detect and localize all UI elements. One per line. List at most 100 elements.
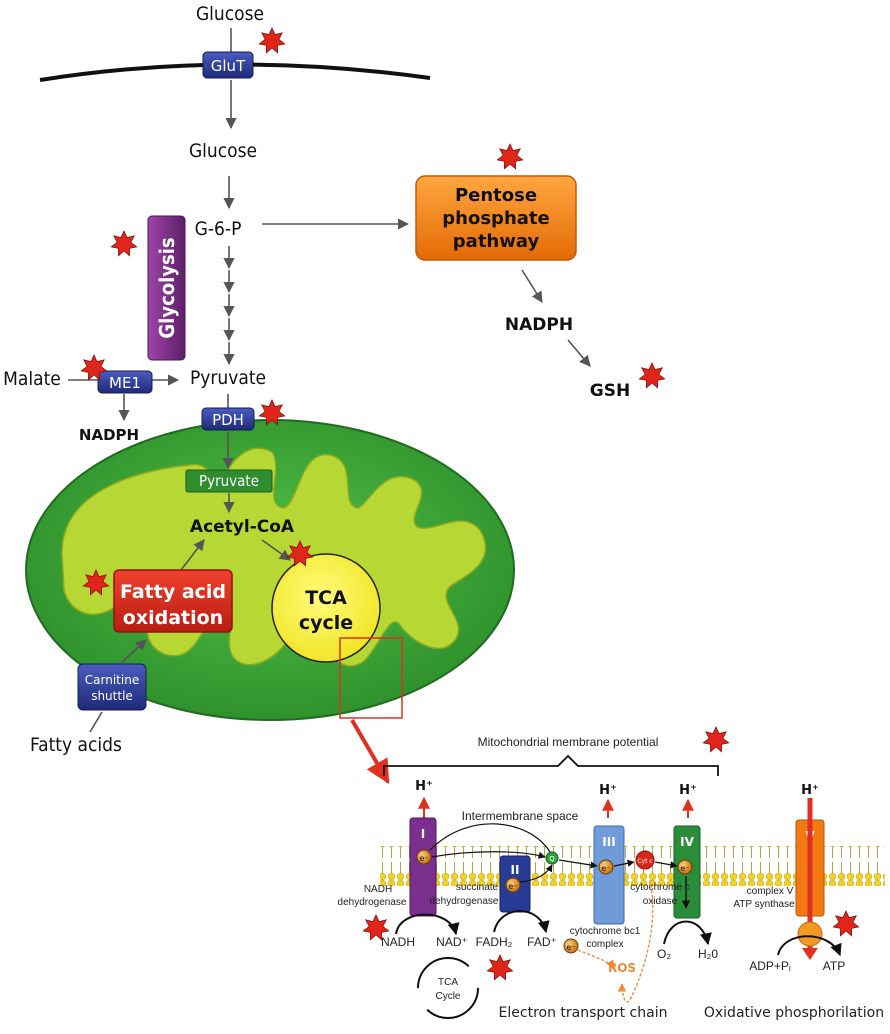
star-marker-icon — [702, 726, 730, 753]
fao-to-acetylcoa-arrow — [177, 539, 205, 575]
fad-label: FAD⁺ — [527, 935, 557, 949]
ros-label: ROS — [608, 961, 636, 975]
complex-II-label: II — [511, 863, 520, 877]
carnitine-label-line1: Carnitine — [85, 673, 139, 687]
electron-flow-II-to-Q — [519, 864, 553, 883]
glucose-extracellular-label: Glucose — [196, 3, 264, 25]
tca-cycle-small-ring — [417, 957, 479, 1019]
q-label: Q — [549, 855, 555, 863]
fadh2-oxidation-arc — [493, 910, 550, 934]
star-markers — [80, 27, 860, 981]
nadph-to-gsh-arrow — [567, 339, 591, 367]
hplus-label-2: H⁺ — [599, 783, 617, 798]
ubiquinone-icon — [545, 851, 559, 865]
complex-IV-label: IV — [680, 835, 694, 849]
electron-icon — [416, 849, 432, 865]
fao-label-line1: Fatty acid — [120, 581, 226, 603]
electron-icon — [677, 859, 693, 875]
fao-label-line2: oxidation — [123, 607, 223, 629]
electron-label-1: e⁻ — [419, 854, 428, 863]
membrane-potential-bracket — [383, 754, 719, 776]
hplus-label-1: H⁺ — [415, 779, 433, 794]
adp-label: ADP+Pᵢ — [749, 959, 791, 973]
tca-small-label-1: TCA — [438, 977, 458, 988]
carnitine-label-line2: shuttle — [91, 689, 133, 703]
mito-pyruvate-label: Pyruvate — [199, 472, 259, 490]
cyt-ox-label-1: cytochrome c — [630, 882, 689, 893]
ros-leak-arrow — [577, 949, 615, 969]
star-marker-icon — [110, 230, 138, 257]
nadh-dh-label-2: dehydrogenase — [338, 897, 407, 908]
cyt-ox-label-2: oxidase — [643, 896, 678, 907]
fadh2-label: FADH₂ — [476, 935, 513, 949]
etc-title: Electron transport chain — [499, 1005, 668, 1021]
acetylcoa-label: Acetyl-CoA — [190, 517, 295, 537]
star-marker-icon — [362, 914, 390, 941]
complex-v-label-1: complex V — [747, 886, 794, 897]
tca-cycle-circle — [271, 553, 381, 663]
star-marker-icon — [82, 569, 110, 596]
tca-small-label-2: Cycle — [435, 991, 460, 1002]
tca-label-line2: cycle — [299, 612, 353, 634]
electron-label-ros: e⁻ — [566, 943, 575, 952]
me1-label: ME1 — [109, 374, 141, 392]
gsh-label: GSH — [590, 381, 630, 401]
fattyacids-to-carnitine-line — [89, 711, 103, 733]
complex-v-label-2: ATP synthase — [733, 899, 795, 910]
malate-label: Malate — [3, 368, 61, 390]
star-marker-icon — [258, 399, 286, 426]
complex-I — [409, 817, 437, 917]
nadph-ppp-label: NADPH — [505, 315, 573, 335]
atp-label: ATP — [823, 959, 845, 973]
zoom-arrow — [350, 718, 390, 785]
atp-synthesis-arc — [777, 935, 842, 957]
electron-flow-I-to-Q — [431, 851, 546, 859]
succ-dh-label-1: succinate — [456, 882, 499, 893]
star-marker-icon — [258, 27, 286, 54]
ppp-label-line1: Pentose — [455, 185, 537, 206]
electron-label-3: e⁻ — [601, 864, 610, 873]
complex-III-label: III — [602, 835, 615, 849]
nadh-oxidation-arc — [395, 913, 460, 936]
ppp-to-nadph-arrow — [521, 269, 543, 303]
g6p-label: G-6-P — [195, 218, 242, 240]
cytc-label: Cyt c — [637, 858, 652, 865]
succ-dh-label-2: dehydrogenase — [430, 896, 499, 907]
fatty-acids-label: Fatty acids — [30, 734, 122, 756]
glucose-intracellular-label: Glucose — [189, 140, 257, 162]
pdh-label: PDH — [212, 411, 244, 429]
ros-source-arrow — [617, 879, 654, 1003]
electron-label-2: e⁻ — [508, 882, 517, 891]
electron-icon — [505, 877, 521, 893]
cyt-bc1-label-2: complex — [586, 939, 623, 950]
star-marker-icon — [832, 910, 860, 937]
ppp-label-line2: phosphate — [442, 208, 549, 229]
nadh-label: NADH — [381, 935, 415, 949]
complex-I-label: I — [421, 827, 425, 841]
nadh-dh-label-1: NADH — [364, 884, 392, 895]
carnitine-shuttle-box — [77, 663, 147, 711]
acetylcoa-to-tca-arrow — [261, 539, 291, 561]
mito-pyruvate-box — [185, 469, 273, 493]
electron-flow-cytc-to-IV — [654, 861, 678, 869]
carnitine-to-fao-arrow — [119, 639, 147, 665]
h2o-label: H₂0 — [698, 947, 718, 961]
tca-label-line1: TCA — [305, 587, 347, 609]
star-marker-icon — [286, 540, 314, 567]
electron-icon — [598, 859, 614, 875]
me1-enzyme — [97, 370, 153, 394]
pentose-phosphate-box — [415, 175, 577, 261]
oxphos-title: Oxidative phosphorilation — [704, 1005, 884, 1021]
glycolysis-box — [147, 215, 186, 361]
glycolysis-label: Glycolysis — [155, 237, 179, 338]
o2-label: O₂ — [657, 947, 671, 961]
cyt-bc1-label-1: cytochrome bc1 — [570, 926, 641, 937]
cytochrome-c-icon — [635, 850, 655, 870]
membrane-potential-label: Mitochondrial membrane potential — [478, 735, 659, 749]
proton-flow-arrowhead — [802, 948, 818, 960]
star-marker-icon — [496, 143, 524, 170]
star-marker-icon — [486, 954, 514, 981]
glut-label: GluT — [211, 57, 246, 75]
